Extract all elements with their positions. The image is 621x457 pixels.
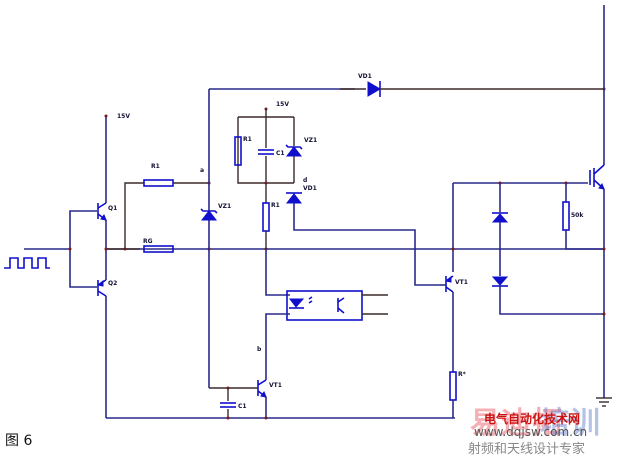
base-bus <box>69 210 97 288</box>
r-right-label: 50k <box>571 212 584 219</box>
node-b-label: b <box>257 346 262 353</box>
diode-vd1-mid <box>285 192 303 204</box>
vd1-mid-label: VD1 <box>303 185 317 192</box>
resistor-r1 <box>143 179 174 187</box>
watermark-site-name: 电气自动化技术网 <box>484 412 581 426</box>
node-d-label: d <box>303 177 307 184</box>
resistor-r1-lower <box>262 202 270 232</box>
r-bottom-label: R* <box>458 371 467 378</box>
r1-lower-label: R1 <box>271 202 280 209</box>
transistor-vt1-bottom <box>257 379 267 398</box>
zener-vz1-mid <box>285 144 303 157</box>
q1-label: Q1 <box>108 205 117 212</box>
zener-vz1-left <box>200 208 218 221</box>
igbt-transistor <box>589 164 605 190</box>
vz1-mid-label: VZ1 <box>304 137 317 144</box>
watermark-slogan: 射频和天线设计专家 <box>468 442 586 457</box>
diode-vd1-top <box>367 81 381 97</box>
resistor-r1-box <box>234 136 242 166</box>
vz1-left-label: VZ1 <box>218 203 231 210</box>
node-a-label: a <box>200 167 204 174</box>
capacitor-c1-bottom <box>220 402 236 408</box>
resistor-50k <box>562 201 570 231</box>
capacitor-c1-box <box>258 149 274 155</box>
vcc-label-left: 15V <box>117 113 130 120</box>
zener-upper-right <box>491 212 509 223</box>
watermark-url: www.dqjsw.com.cn <box>474 425 588 439</box>
resistor-r-bottom <box>449 371 457 401</box>
c1-box-label: C1 <box>276 150 285 157</box>
transistor-vt1-right <box>444 275 454 293</box>
transistor-q1 <box>97 202 107 221</box>
figure-caption: 图 6 <box>5 433 33 449</box>
rg-label: RG <box>143 238 153 245</box>
vt1-bottom-label: VT1 <box>269 382 282 389</box>
transistor-q2 <box>96 279 107 297</box>
zener-lower-right <box>491 276 509 287</box>
watermark-logo-blue: 培训 <box>540 406 600 441</box>
optocoupler <box>286 290 363 321</box>
vcc-label-mid: 15V <box>276 101 289 108</box>
vd1-top-label: VD1 <box>358 73 372 80</box>
c1-bottom-label: C1 <box>238 403 247 410</box>
r1-box-label: R1 <box>243 136 252 143</box>
r1-label: R1 <box>151 163 160 170</box>
resistor-rg <box>143 245 174 253</box>
input-pulse-waveform <box>4 257 50 269</box>
ground-symbol <box>596 397 612 407</box>
watermark-logo-red: 易迪拓 <box>470 406 563 441</box>
q2-label: Q2 <box>108 280 117 287</box>
vt1-right-label: VT1 <box>455 279 468 286</box>
